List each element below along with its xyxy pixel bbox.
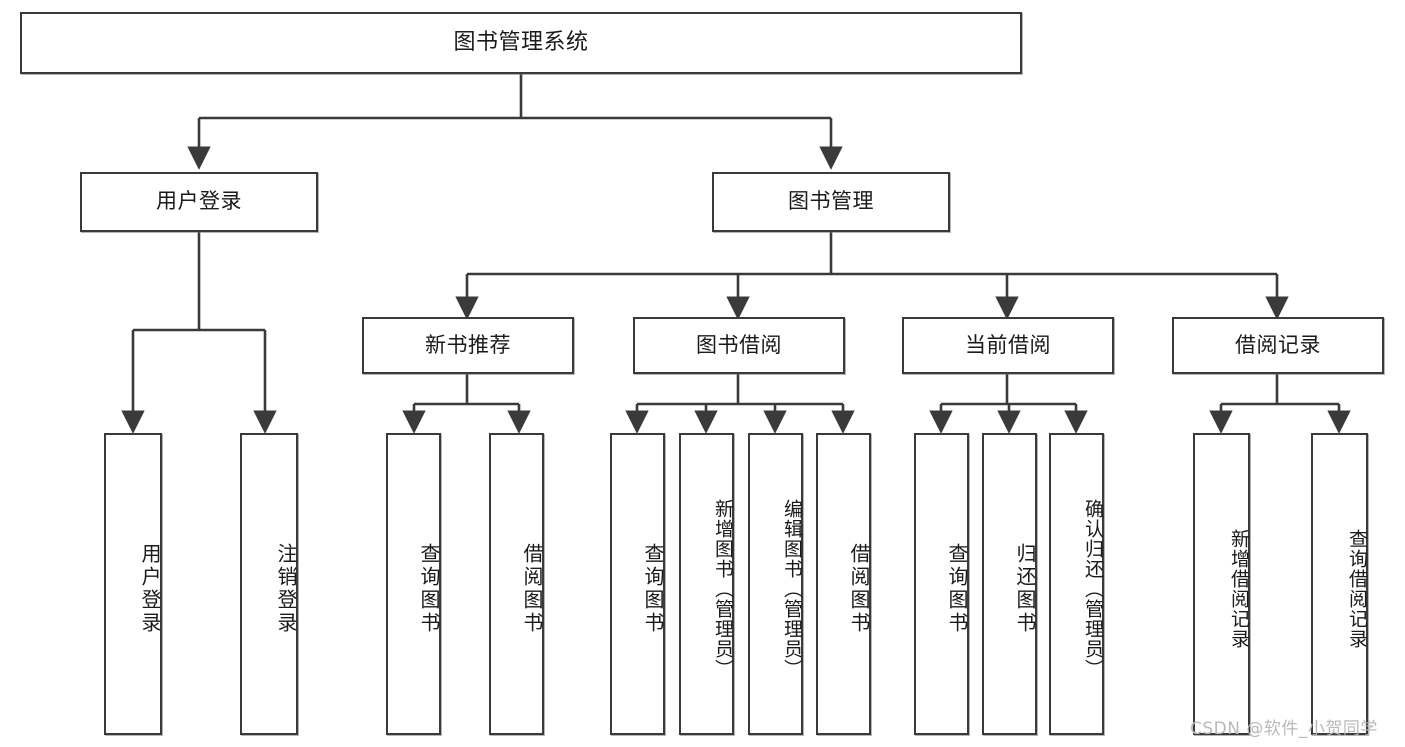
node-leaf-add-record-label: 新增借阅记录 bbox=[1228, 529, 1250, 649]
node-leaf-add-book[interactable]: 新增图书（管理员） bbox=[679, 433, 734, 735]
node-leaf-borrow-book-1[interactable]: 借阅图书 bbox=[489, 433, 544, 735]
node-leaf-query-book-3-label: 查询图书 bbox=[945, 543, 969, 635]
node-borrow-record-label: 借阅记录 bbox=[1235, 332, 1321, 357]
node-user-login[interactable]: 用户登录 bbox=[80, 172, 318, 232]
node-leaf-logout-login[interactable]: 注销登录 bbox=[240, 433, 298, 735]
watermark-credit: CSDN @软件_小贺同学 bbox=[1190, 719, 1378, 739]
node-book-borrow[interactable]: 图书借阅 bbox=[633, 317, 845, 374]
node-user-login-label: 用户登录 bbox=[156, 189, 242, 214]
node-book-borrow-label: 图书借阅 bbox=[696, 332, 782, 357]
node-leaf-add-record[interactable]: 新增借阅记录 bbox=[1193, 433, 1250, 735]
node-leaf-borrow-book-2-label: 借阅图书 bbox=[847, 543, 871, 635]
node-current-borrow[interactable]: 当前借阅 bbox=[902, 317, 1114, 374]
node-leaf-return-book[interactable]: 归还图书 bbox=[982, 433, 1037, 735]
node-leaf-query-book-1-label: 查询图书 bbox=[417, 543, 441, 635]
node-leaf-add-book-label: 新增图书（管理员） bbox=[712, 499, 734, 679]
node-leaf-edit-book[interactable]: 编辑图书（管理员） bbox=[748, 433, 803, 735]
node-current-borrow-label: 当前借阅 bbox=[965, 332, 1051, 357]
node-leaf-confirm-return-label: 确认归还（管理员） bbox=[1082, 499, 1104, 679]
node-leaf-query-book-2[interactable]: 查询图书 bbox=[610, 433, 665, 735]
node-leaf-query-book-3[interactable]: 查询图书 bbox=[914, 433, 969, 735]
node-leaf-edit-book-label: 编辑图书（管理员） bbox=[781, 499, 803, 679]
node-leaf-query-book-2-label: 查询图书 bbox=[641, 543, 665, 635]
node-borrow-record[interactable]: 借阅记录 bbox=[1172, 317, 1384, 374]
node-root-label: 图书管理系统 bbox=[453, 29, 589, 55]
node-leaf-user-login[interactable]: 用户登录 bbox=[104, 433, 162, 735]
node-leaf-logout-login-label: 注销登录 bbox=[274, 543, 298, 635]
node-leaf-query-record-label: 查询借阅记录 bbox=[1346, 529, 1368, 649]
node-root-book-management-system[interactable]: 图书管理系统 bbox=[20, 12, 1022, 74]
node-leaf-query-book-1[interactable]: 查询图书 bbox=[386, 433, 441, 735]
node-leaf-confirm-return[interactable]: 确认归还（管理员） bbox=[1049, 433, 1104, 735]
node-leaf-user-login-label: 用户登录 bbox=[138, 543, 162, 635]
node-book-manage-label: 图书管理 bbox=[788, 189, 874, 214]
node-new-book-recommend[interactable]: 新书推荐 bbox=[362, 317, 574, 374]
node-leaf-borrow-book-1-label: 借阅图书 bbox=[520, 543, 544, 635]
node-leaf-return-book-label: 归还图书 bbox=[1013, 543, 1037, 635]
node-leaf-query-record[interactable]: 查询借阅记录 bbox=[1311, 433, 1368, 735]
node-book-manage[interactable]: 图书管理 bbox=[712, 172, 950, 232]
node-leaf-borrow-book-2[interactable]: 借阅图书 bbox=[816, 433, 871, 735]
node-new-book-recommend-label: 新书推荐 bbox=[425, 332, 511, 357]
